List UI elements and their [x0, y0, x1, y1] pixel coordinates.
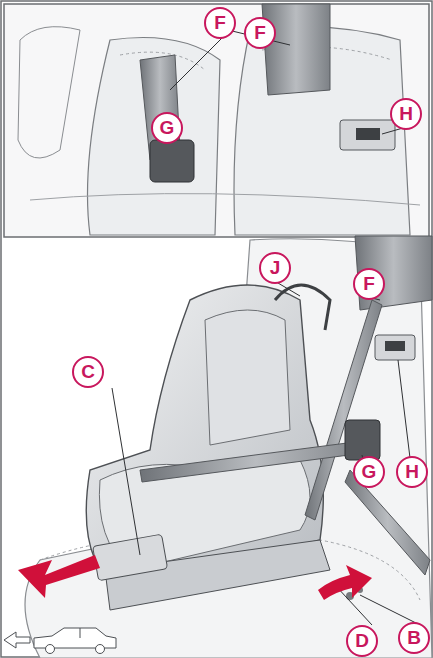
callout-letter: D: [346, 625, 378, 657]
callout-letter: C: [72, 356, 104, 388]
callout-letter: F: [244, 17, 276, 49]
callout-letter: F: [204, 7, 236, 39]
callout-letter: G: [151, 112, 183, 144]
callout-letter: F: [353, 268, 385, 300]
callout-letter: J: [259, 252, 291, 284]
callout-letter: B: [398, 622, 430, 654]
callout-letter: H: [396, 456, 428, 488]
callout-letter: G: [353, 456, 385, 488]
inset-view: [4, 4, 429, 237]
main-view: [4, 236, 432, 658]
callout-letter: H: [390, 98, 422, 130]
